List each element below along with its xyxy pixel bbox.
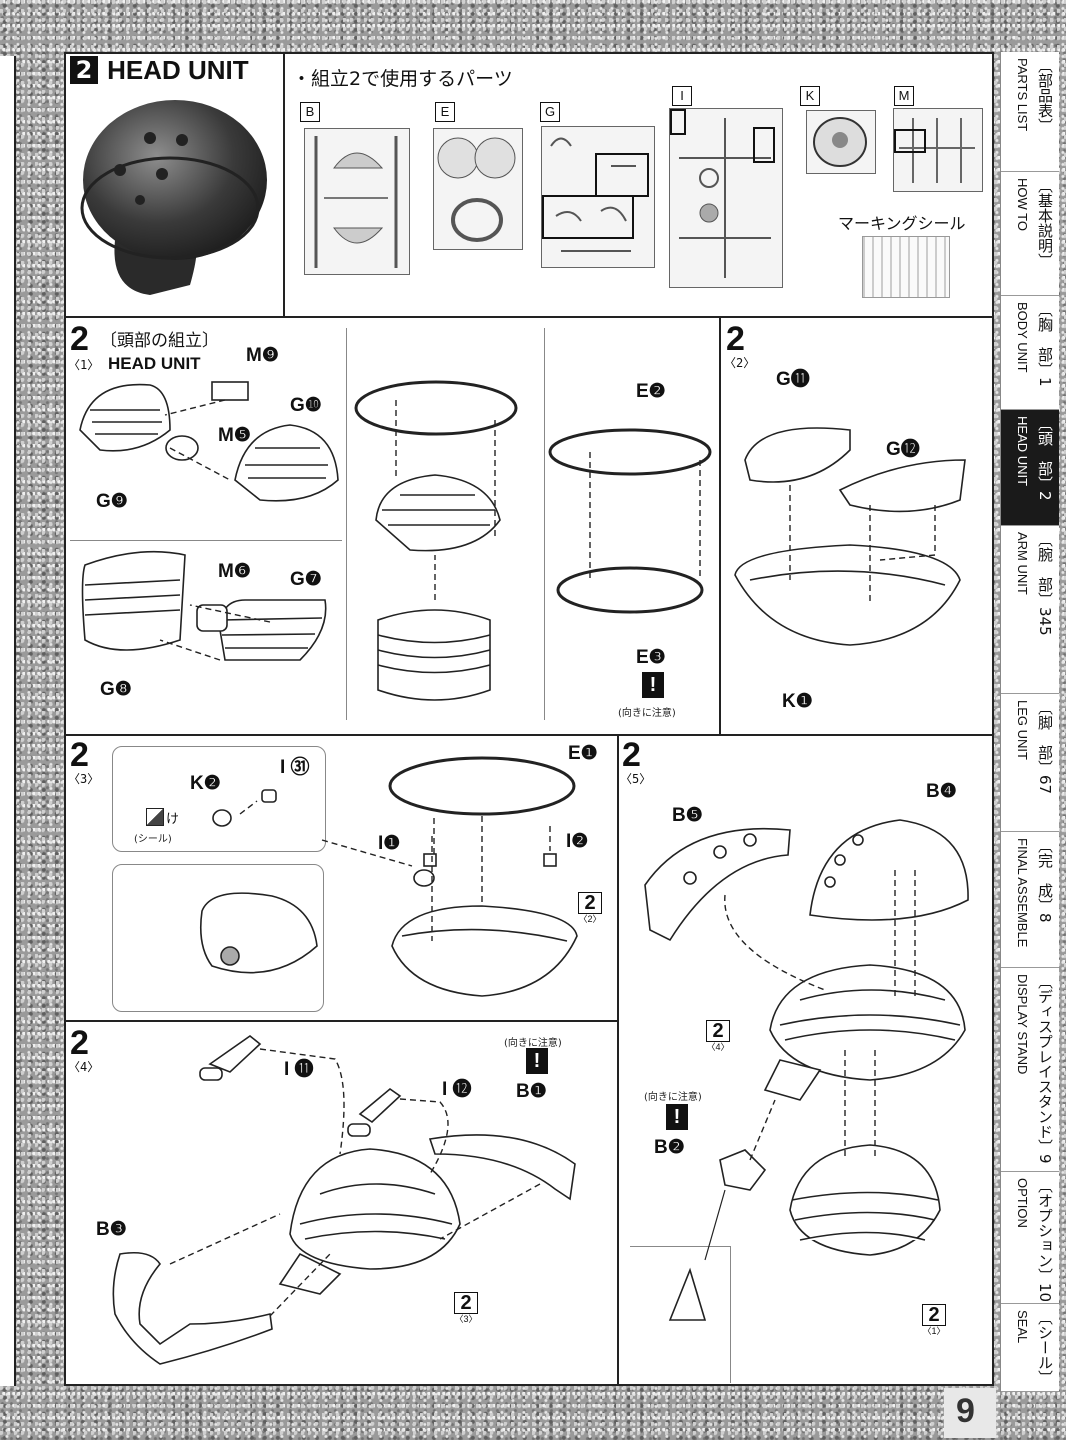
tab-leg-unit[interactable]: 〔脚 部〕67 LEG UNIT bbox=[1001, 694, 1059, 832]
step-2-1-drawing bbox=[79, 380, 712, 701]
divider-s1-horizontal bbox=[70, 540, 342, 541]
divider-s1-inner2 bbox=[544, 328, 545, 720]
step-2-3-drawing bbox=[199, 756, 578, 997]
runner-b-label: B bbox=[300, 102, 320, 122]
part-b2: B❷ bbox=[654, 1137, 685, 1158]
step-2-3-number: 2 bbox=[70, 736, 89, 774]
sticker-label: マーキングシール bbox=[838, 214, 966, 233]
step-number-badge: 2 bbox=[70, 56, 98, 84]
step-2-1-number: 2 bbox=[70, 320, 89, 358]
divider-s3-s5 bbox=[617, 736, 619, 1384]
tab-parts-list[interactable]: 〔部品表〕 PARTS LIST bbox=[1001, 52, 1059, 172]
tab-seal[interactable]: 〔シール〕 SEAL bbox=[1001, 1304, 1059, 1392]
step-2-4-sub: 〈4〉 bbox=[68, 1060, 100, 1074]
part-i11: I ⓫ bbox=[284, 1059, 314, 1080]
page-number: 9 bbox=[956, 1392, 975, 1430]
header-divider bbox=[283, 54, 285, 316]
caution-text-b1: (向きに注意) bbox=[504, 1038, 562, 1049]
runner-m-label: M bbox=[894, 86, 914, 106]
runner-k-parts bbox=[813, 117, 867, 167]
caution-icon-e3: ! bbox=[642, 672, 664, 698]
sticker-note: (シール) bbox=[134, 834, 172, 845]
divider-s1-s2 bbox=[719, 318, 721, 734]
part-k2: K❷ bbox=[190, 773, 221, 794]
tab-option[interactable]: 〔オプション〕10 OPTION bbox=[1001, 1172, 1059, 1304]
tab-head-unit[interactable]: 〔頭 部〕2 HEAD UNIT bbox=[1001, 410, 1059, 526]
part-m6: M❻ bbox=[218, 561, 251, 582]
runner-b-parts bbox=[314, 136, 398, 268]
head-unit-render bbox=[80, 100, 267, 295]
part-g11: G⓫ bbox=[776, 369, 810, 390]
tab-display-stand[interactable]: 〔ディスプレイスタンド〕9 DISPLAY STAND bbox=[1001, 968, 1059, 1172]
tab-arm-unit[interactable]: 〔腕 部〕345 ARM UNIT bbox=[1001, 526, 1059, 694]
part-g9: G❾ bbox=[96, 491, 128, 512]
ref-step-2-1: 2 〈1〉 bbox=[922, 1304, 946, 1336]
part-b3: B❸ bbox=[96, 1219, 127, 1240]
part-e2: E❷ bbox=[636, 381, 666, 402]
tab-final-assemble[interactable]: 〔完 成〕8 FINAL ASSEMBLE bbox=[1001, 832, 1059, 968]
step-2-2-drawing bbox=[734, 427, 966, 646]
divider-s1-inner bbox=[346, 328, 347, 720]
caution-text-b2: (向きに注意) bbox=[644, 1092, 702, 1103]
runner-i-parts bbox=[670, 109, 775, 278]
previous-page-edge bbox=[0, 56, 16, 1386]
runner-g-label: G bbox=[540, 102, 560, 122]
step-2-2-sub: 〈2〉 bbox=[724, 356, 756, 370]
step-2-2-number: 2 bbox=[726, 320, 745, 358]
runner-e-label: E bbox=[435, 102, 455, 122]
sticker-sheet bbox=[862, 236, 950, 298]
ref-step-2-3: 2 〈3〉 bbox=[454, 1292, 478, 1324]
sticker-code: け bbox=[166, 812, 180, 827]
caution-icon-b1: ! bbox=[526, 1048, 548, 1074]
part-g10: G❿ bbox=[290, 395, 322, 416]
step-2-1-title-en: HEAD UNIT bbox=[108, 354, 201, 373]
runner-e-parts bbox=[437, 137, 516, 242]
part-i31: I ㉛ bbox=[280, 757, 310, 778]
part-e3: E❸ bbox=[636, 647, 666, 668]
caution-icon-b2: ! bbox=[666, 1104, 688, 1130]
step-2-5-sub: 〈5〉 bbox=[620, 772, 652, 786]
part-m9: M❾ bbox=[246, 345, 279, 366]
sidebar-tabs: 〔部品表〕 PARTS LIST 〔基本説明〕 HOW TO 〔胸 部〕1 BO… bbox=[1000, 52, 1059, 1392]
tab-body-unit[interactable]: 〔胸 部〕1 BODY UNIT bbox=[1001, 296, 1059, 410]
step-2-4-drawing bbox=[112, 1035, 576, 1365]
step-2-5-drawing bbox=[644, 819, 969, 1321]
header-title: 2 HEAD UNIT bbox=[70, 56, 249, 84]
part-g12: G⓬ bbox=[886, 439, 920, 460]
ref-step-2-4: 2 〈4〉 bbox=[706, 1020, 730, 1052]
part-b4: B❹ bbox=[926, 781, 957, 802]
part-i12: I ⓬ bbox=[442, 1079, 472, 1100]
step-2-3-detail-box bbox=[112, 746, 326, 852]
part-b1: B❶ bbox=[516, 1081, 547, 1102]
runner-i-label: I bbox=[672, 86, 692, 106]
part-e1: E❶ bbox=[568, 743, 598, 764]
part-g8: G❽ bbox=[100, 679, 132, 700]
part-k1: K❶ bbox=[782, 691, 813, 712]
sticker-icon bbox=[146, 808, 164, 826]
tab-how-to[interactable]: 〔基本説明〕 HOW TO bbox=[1001, 172, 1059, 296]
page-number-box bbox=[944, 1388, 996, 1438]
part-i1: I❶ bbox=[378, 833, 401, 854]
page-title: HEAD UNIT bbox=[107, 55, 249, 85]
ref-step-2-2: 2 〈2〉 bbox=[578, 892, 602, 924]
step-2-3-sub: 〈3〉 bbox=[68, 772, 100, 786]
runner-g-parts bbox=[542, 137, 649, 252]
runner-m-parts bbox=[894, 118, 975, 183]
step-2-5-number: 2 bbox=[622, 736, 641, 774]
step-2-1-title-jp: 〔頭部の組立〕 bbox=[100, 331, 219, 351]
part-m5: M❺ bbox=[218, 425, 251, 446]
part-g7: G❼ bbox=[290, 569, 322, 590]
step-2-5-inset bbox=[630, 1246, 731, 1383]
runner-k-label: K bbox=[800, 86, 820, 106]
step-2-1-sub: 〈1〉 bbox=[68, 358, 100, 372]
caution-text-e3: (向きに注意) bbox=[618, 708, 676, 719]
part-i2: I❷ bbox=[566, 831, 589, 852]
step-2-4-number: 2 bbox=[70, 1024, 89, 1062]
part-b5: B❺ bbox=[672, 805, 703, 826]
divider-s3-s4 bbox=[66, 1020, 618, 1022]
parts-used-label: ・組立2で使用するパーツ bbox=[292, 68, 513, 90]
